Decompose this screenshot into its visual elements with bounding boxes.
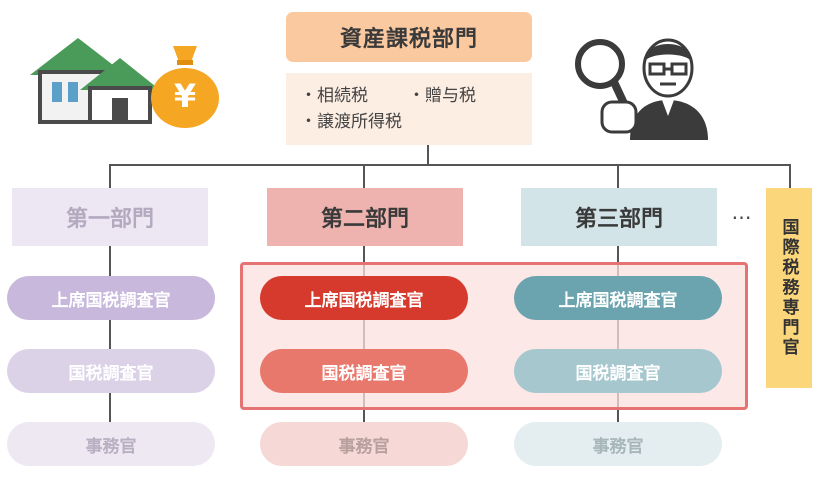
department-1: 第一部門 bbox=[12, 188, 208, 246]
yen-symbol: ¥ bbox=[173, 77, 197, 115]
dept1-senior-investigator: 上席国税調査官 bbox=[7, 276, 215, 320]
more-departments-ellipsis: … bbox=[731, 200, 753, 224]
tax-item: ・譲渡所得税 bbox=[300, 112, 402, 132]
money-bag-icon bbox=[151, 46, 219, 128]
dept1-clerk: 事務官 bbox=[7, 422, 215, 466]
department-3: 第三部門 bbox=[521, 188, 717, 246]
house-icon bbox=[30, 38, 160, 124]
tax-item: ・贈与税 bbox=[408, 86, 476, 106]
connector-line bbox=[789, 164, 791, 188]
dept2-investigator: 国税調査官 bbox=[260, 349, 468, 393]
asset-tax-department-header: 資産課税部門 bbox=[286, 12, 532, 62]
dept3-clerk: 事務官 bbox=[514, 422, 722, 466]
tax-type-list: ・相続税 ・贈与税 ・譲渡所得税 bbox=[286, 73, 532, 145]
department-2: 第二部門 bbox=[267, 188, 463, 246]
dept3-investigator: 国税調査官 bbox=[514, 349, 722, 393]
tax-item: ・相続税 bbox=[300, 86, 368, 106]
international-tax-specialist: 国際税務専門官 bbox=[766, 188, 812, 388]
dept2-senior-investigator: 上席国税調査官 bbox=[260, 276, 468, 320]
inspector-with-magnifier-icon bbox=[575, 38, 708, 140]
dept3-senior-investigator: 上席国税調査官 bbox=[514, 276, 722, 320]
dept2-clerk: 事務官 bbox=[260, 422, 468, 466]
dept1-investigator: 国税調査官 bbox=[7, 349, 215, 393]
connector-line bbox=[109, 164, 791, 166]
connector-line bbox=[427, 145, 429, 165]
